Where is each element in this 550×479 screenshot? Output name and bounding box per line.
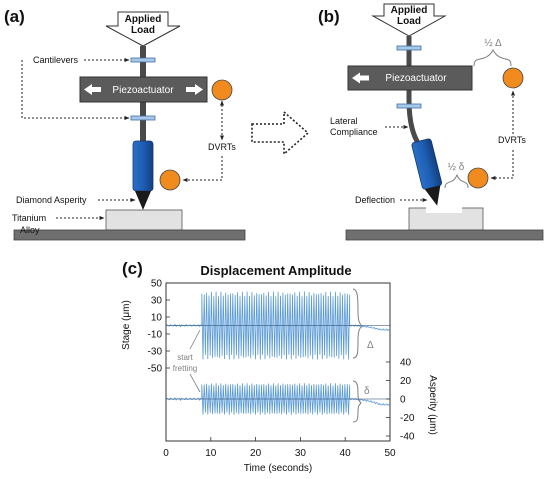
start-fretting-label-line2: fretting [173, 364, 197, 373]
cantilever-upper [130, 57, 156, 63]
delta-label: δ [364, 386, 370, 397]
time-tick-label: 40 [340, 448, 352, 459]
lateral-compliance-line1: Lateral [330, 116, 358, 126]
panel-c-label: (c) [122, 259, 143, 278]
asperity-tick-label: -20 [400, 413, 415, 424]
transition-arrow-icon [251, 110, 310, 156]
stage-tick-label: 30 [151, 296, 163, 307]
applied-load-b-line1: Applied [391, 5, 428, 16]
asperity-axis-label: Asperity (μm) [427, 375, 438, 435]
panel-c: (c) Displacement Amplitude 50 30 10 -10 -30 -… [121, 259, 438, 474]
applied-load-b-line2: Load [397, 16, 421, 27]
dvrt-link-bottom-b [490, 150, 514, 180]
arrow-right-icon [186, 84, 203, 95]
base-plate-b [345, 229, 544, 241]
time-tick-label: 10 [205, 448, 217, 459]
time-tick-label: 30 [295, 448, 307, 459]
asperity-signal-line [165, 383, 391, 415]
piezoactuator-label-b: Piezoactuator [385, 73, 447, 84]
compliant-rod [406, 36, 423, 148]
piezoactuator-box [79, 76, 208, 103]
deflection-label: Deflection [355, 195, 395, 205]
arrow-left-icon-b [352, 72, 369, 84]
titanium-specimen [105, 209, 183, 231]
delta-brace [352, 380, 362, 423]
applied-load-arrow: Applied Load [105, 11, 181, 47]
time-tick-label: 20 [250, 448, 262, 459]
panel-a-label: (a) [4, 7, 25, 26]
asperity-tick-label: 40 [400, 358, 412, 369]
piezoactuator-label: Piezoactuator [112, 85, 174, 96]
base-plate [13, 229, 246, 241]
stage-tick-label: 50 [151, 279, 163, 290]
dvrts-label: DVRTs [208, 142, 236, 152]
asperity-tick-label: -40 [400, 432, 415, 443]
start-fretting-pointer-lower [189, 373, 201, 393]
time-tick-label: 0 [163, 448, 169, 459]
stage-tick-label: -10 [148, 330, 163, 341]
stage-signal-line [165, 291, 391, 360]
stage-tick-label: 10 [151, 313, 163, 324]
dvrts-label-b: DVRTs [498, 135, 526, 145]
half-Delta-brace [473, 48, 512, 67]
asperity-series [165, 383, 391, 415]
applied-load-arrow-b: Applied Load [371, 3, 447, 37]
arrow-left-icon [84, 84, 101, 95]
time-axis-ticks: 0 10 20 30 40 50 [163, 437, 396, 459]
half-Delta-label: ½ Δ [484, 38, 502, 49]
stage-axis-ticks: 50 30 10 -10 -30 -50 [148, 279, 170, 375]
Delta-brace [352, 288, 363, 359]
cantilever-upper-b [396, 45, 422, 51]
cantilevers-label: Cantilevers [33, 55, 79, 65]
stage-axis-label: Stage (μm) [121, 300, 132, 350]
cantilever-lower-b [396, 103, 422, 109]
stage-tick-label: -50 [148, 364, 163, 375]
stage-series [165, 291, 391, 360]
start-fretting-label-line1: start [177, 353, 193, 362]
titanium-label-line2: Alloy [20, 225, 40, 235]
half-delta-label: ½ δ [448, 162, 465, 173]
cantilever-callout-lower [21, 60, 130, 120]
diamond-asperity-tip [135, 191, 151, 210]
panel-b-label: (b) [318, 7, 340, 26]
dvrt-bottom [159, 169, 181, 191]
piezoactuator-box-b [347, 65, 473, 91]
Delta-label: Δ [367, 340, 374, 351]
time-axis-label: Time (seconds) [244, 463, 313, 474]
stage-tick-label: -30 [148, 347, 163, 358]
dvrt-link-bottom [182, 156, 223, 182]
lateral-compliance-line2: Compliance [330, 127, 378, 137]
panel-b: (b) Applied Load Piezoactuator ½ Δ DVRTs… [318, 3, 544, 241]
applied-load-label-line2: Load [131, 25, 155, 36]
time-tick-label: 50 [384, 448, 396, 459]
asperity-tick-label: 20 [400, 376, 412, 387]
wear-scar [426, 207, 462, 213]
panel-a: (a) Applied Load Piezoactuator DVRTs Can… [4, 7, 246, 241]
asperity-holder [132, 140, 154, 192]
asperity-holder-b [411, 138, 443, 206]
dvrt-top-b [502, 67, 524, 89]
chart-title: Displacement Amplitude [200, 263, 351, 278]
dvrt-bottom-b [467, 167, 489, 189]
start-fretting-pointer-upper [189, 329, 201, 350]
dvrt-top [211, 79, 233, 101]
half-delta-brace [444, 173, 469, 189]
diamond-asperity-label: Diamond Asperity [16, 195, 87, 205]
asperity-tick-label: 0 [400, 395, 406, 406]
titanium-label-line1: Titanium [12, 213, 46, 223]
cantilever-lower [130, 115, 156, 121]
applied-load-label-line1: Applied [125, 14, 162, 25]
